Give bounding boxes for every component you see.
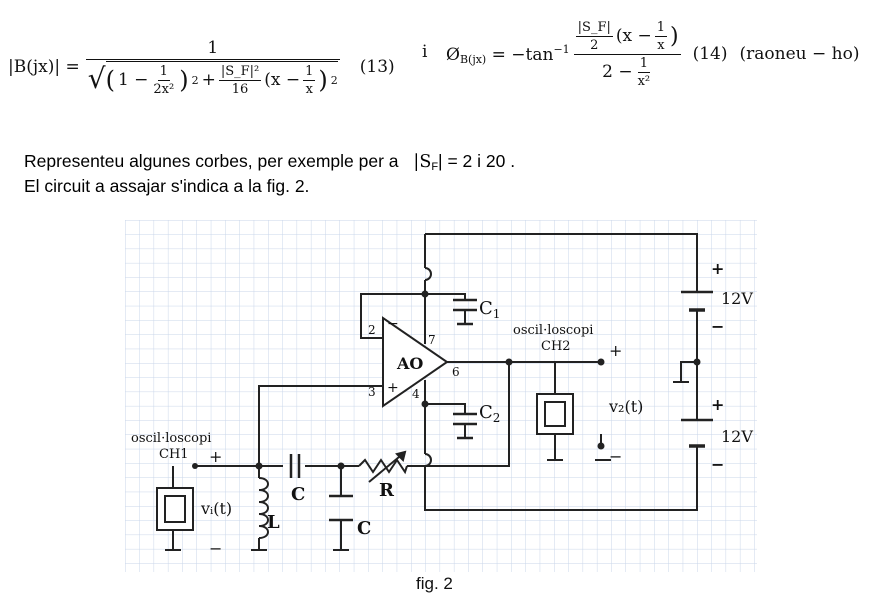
eq13-numerator: 1 [85, 38, 340, 60]
eq14-sup: −1 [553, 42, 570, 56]
label-osc2-line2: CH2 [541, 339, 571, 354]
eq13-den-b-den: 16 [231, 81, 249, 97]
label-batt-top-plus: + [711, 259, 724, 278]
eq14-phi: Ø [446, 44, 460, 65]
battery-top [681, 290, 713, 312]
eq14-fraction: |S_F| 2 (x − 1 x ) 2 − 1 x² [573, 19, 681, 89]
eq14-top-b-num: 1 [654, 19, 667, 37]
eq14-denominator: 2 − 1 x² [600, 55, 654, 89]
eq13-den-b-open: (x − [264, 70, 301, 90]
label-ch2-plus: + [609, 341, 622, 360]
oscilloscope-ch2-symbol [536, 393, 574, 435]
label-ch2-minus: − [609, 447, 622, 466]
label-opamp-plus: + [387, 380, 399, 396]
equation-separator: i [422, 42, 428, 62]
equation-14: ØB(jx) = −tan−1 |S_F| 2 (x − 1 x ) 2 − 1… [446, 8, 859, 100]
eq13-plus: + [201, 70, 216, 90]
sf-symbol: |S [413, 152, 432, 172]
capacitor-shunt-c [329, 494, 353, 522]
eq13-lhs: |B(jx)| = [8, 57, 80, 77]
sf-values: | = 2 i 20 . [438, 151, 516, 171]
label-batt-bottom: 12V [721, 427, 753, 446]
label-l: L [267, 512, 280, 533]
label-osc1-line2: CH1 [159, 447, 189, 462]
eq14-lhs: ØB(jx) = −tan−1 [446, 43, 570, 66]
ground-symbols [165, 381, 689, 551]
label-pin6: 6 [452, 365, 460, 379]
label-ao: AO [396, 354, 423, 373]
label-batt-top-minus: − [711, 317, 724, 336]
label-batt-bottom-minus: − [711, 455, 724, 474]
oscilloscope-ch1-symbol [156, 487, 194, 531]
eq13-den-a-den: 2x² [153, 81, 175, 97]
eq13-fraction: 1 √ ( 1 − 1 2x² )2 + |S_F|² 16 (x − 1 [85, 38, 340, 97]
eq13-den-a-frac: 1 2x² [151, 64, 176, 97]
eq13-label: (13) [359, 57, 395, 77]
label-pin4: 4 [412, 387, 420, 401]
label-ch1-minus: − [209, 539, 222, 558]
label-pin2: 2 [368, 323, 376, 337]
eq14-label: (14) [692, 44, 728, 64]
sqrt-sign: √ [87, 62, 106, 95]
eq13-den-b-num: |S_F|² [218, 63, 262, 81]
inductor-l [258, 477, 269, 539]
eq14-top-a-num: |S_F| [575, 19, 613, 37]
eq14-bottom-num: 1 [637, 55, 650, 73]
label-batt-bottom-plus: + [711, 395, 724, 414]
label-osc2-line1: oscil·loscopi [513, 323, 593, 338]
eq13-den-b-tail-den: x [305, 81, 313, 97]
figure-caption: fig. 2 [416, 574, 453, 593]
label-c-series: C [291, 484, 305, 505]
eq13-den-a-num: 1 [157, 63, 170, 81]
capacitor-c2 [453, 412, 477, 440]
battery-bottom [681, 418, 713, 448]
eq13-denominator: √ ( 1 − 1 2x² )2 + |S_F|² 16 (x − 1 x [87, 60, 338, 97]
label-ch1-plus: + [209, 447, 222, 466]
eq14-top-b-open: (x − [615, 26, 652, 46]
eq14-bottom: 2 − [602, 62, 633, 82]
eq14-note: (raoneu − ho) [739, 44, 860, 64]
paragraph-line-1: Representeu algunes corbes, per exemple … [24, 151, 515, 173]
equation-13: |B(jx)| = 1 √ ( 1 − 1 2x² )2 + |S_F|² 16… [8, 22, 395, 112]
circuit-figure: C1 C2 AO 2 3 4 6 7 − + oscil·loscopi CH2… [125, 220, 757, 572]
label-osc1-line1: oscil·loscopi [131, 431, 211, 446]
label-v2: v₂(t) [608, 397, 643, 416]
graph-paper [125, 220, 757, 572]
eq14-top-a-den: 2 [590, 37, 599, 53]
label-r: R [379, 480, 395, 501]
eq14-top-b-frac: 1 x [654, 19, 667, 53]
wires [172, 233, 698, 550]
eq14-top-b-den: x [657, 37, 665, 53]
label-c-shunt: C [357, 518, 371, 539]
eq13-den-b-frac: |S_F|² 16 [218, 63, 262, 97]
eq13-den-a: 1 − [117, 70, 149, 90]
eq14-bottom-frac: 1 x² [636, 56, 653, 89]
variable-resistor-r [358, 450, 408, 483]
paragraph-line-1-text: Representeu algunes corbes, per exemple … [24, 151, 399, 171]
capacitor-series-c [289, 454, 301, 478]
label-pin7: 7 [428, 333, 436, 347]
op-amp-ao [382, 316, 449, 408]
junction-dots [192, 290, 701, 470]
capacitor-c1 [453, 298, 477, 326]
eq14-numerator: |S_F| 2 (x − 1 x ) [573, 19, 681, 55]
eq14-phi-sub: B(jx) [459, 52, 487, 66]
label-opamp-minus: − [387, 316, 399, 332]
eq14-rest: = −tan [491, 44, 554, 65]
eq13-den-b-tail-num: 1 [303, 63, 316, 81]
sf-sub: F [431, 161, 439, 173]
paragraph-line-2: El circuit a assajar s'indica a la fig. … [24, 176, 310, 196]
label-vi: vᵢ(t) [200, 499, 232, 518]
label-pin3: 3 [368, 385, 376, 399]
eq14-top-a-frac: |S_F| 2 [575, 19, 613, 53]
eq13-den-b-tail-frac: 1 x [303, 63, 316, 97]
label-batt-top: 12V [721, 289, 753, 308]
eq14-bottom-den: x² [637, 73, 651, 89]
label-c2: C2 [479, 402, 500, 425]
label-c1: C1 [479, 298, 500, 321]
